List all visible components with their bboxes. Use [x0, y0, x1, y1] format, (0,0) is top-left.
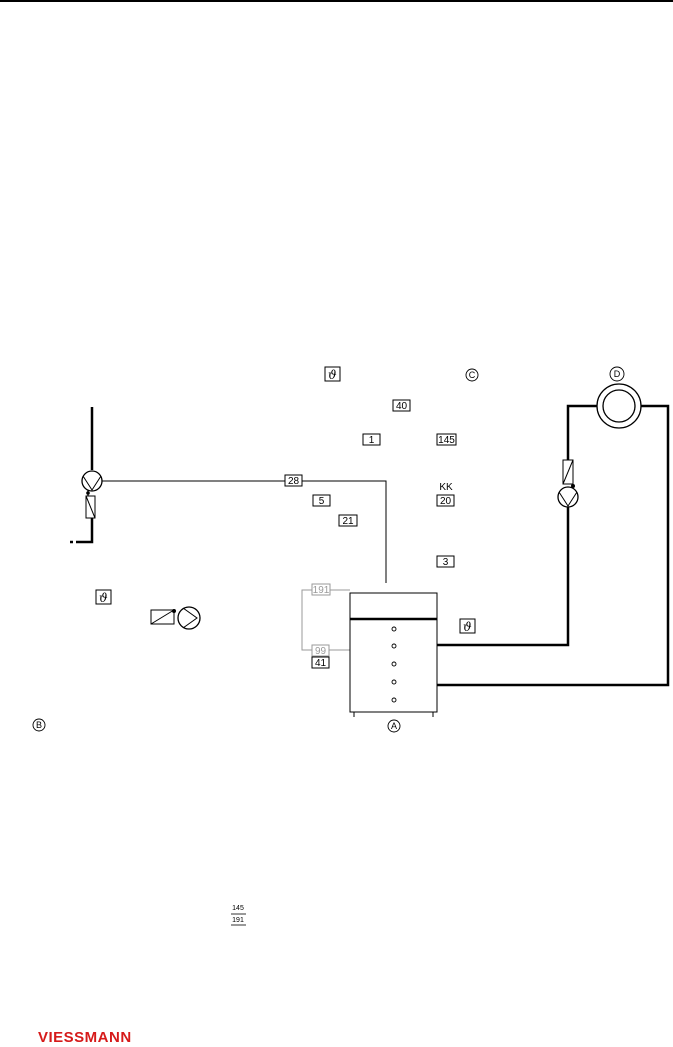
- grey-bypass-loop: [301, 589, 330, 651]
- right-valve-dot: [571, 484, 575, 488]
- circle-label-c: [465, 368, 479, 382]
- terminal-1-box: [362, 433, 381, 446]
- terminal-3-box: [436, 555, 455, 568]
- terminal-191-box: [311, 583, 331, 596]
- right-check-valve-diagonal: [562, 459, 574, 485]
- tank-temp-symbol: ϑ: [463, 620, 472, 634]
- terminal-1-label: 1: [369, 435, 375, 446]
- second-pump-triangle: [182, 607, 198, 629]
- terminal-99-box: [311, 644, 330, 657]
- second-actuator-dot: [172, 609, 176, 613]
- right-pump-triangle: [558, 491, 578, 507]
- terminal-28-box: [284, 474, 303, 487]
- second-circulation-pump: [177, 606, 201, 630]
- left-temp-symbol: ϑ: [99, 591, 108, 605]
- terminal-41-label: 41: [315, 658, 327, 669]
- circle-label-d: [609, 366, 625, 382]
- header-rule: [0, 0, 673, 2]
- left-circulation-pump: [81, 470, 103, 492]
- terminal-99-label: 99: [315, 646, 327, 657]
- terminal-40-box: [392, 399, 411, 412]
- top-temp-sensor: [324, 366, 341, 382]
- tank-port-2: [391, 643, 397, 649]
- tank-port-5: [391, 697, 397, 703]
- right-flow-pipe-bottom: [437, 507, 570, 647]
- left-valve-dot: [86, 491, 90, 495]
- terminal-191-label: 191: [313, 585, 330, 596]
- circle-a-text: A: [391, 721, 397, 731]
- terminal-21-box: [338, 514, 358, 527]
- circle-label-b: [32, 718, 46, 732]
- terminal-21-label: 21: [342, 516, 354, 527]
- top-temp-symbol: ϑ: [328, 368, 337, 382]
- terminal-20-box: [436, 494, 455, 507]
- circle-b-text: B: [36, 720, 42, 730]
- left-return-pipe: [76, 518, 94, 544]
- circle-label-a: [387, 719, 401, 733]
- terminal-20-label: 20: [440, 496, 452, 507]
- left-pump-triangle: [82, 475, 102, 491]
- left-temp-sensor: [95, 589, 112, 605]
- connection-line-to-tank: [102, 480, 387, 583]
- terminal-5-box: [312, 494, 331, 507]
- terminal-kk-label: KK: [439, 482, 453, 493]
- terminal-28-label: 28: [288, 476, 300, 487]
- terminal-145-label: 145: [438, 435, 455, 446]
- terminal-5-label: 5: [319, 496, 325, 507]
- tank-port-1: [391, 626, 397, 632]
- terminal-3-label: 3: [443, 557, 449, 568]
- tank-port-4: [391, 679, 397, 685]
- brand-logo: VIESSMANN: [38, 1029, 132, 1046]
- second-actuator-diagonal: [150, 609, 175, 625]
- right-return-pipe: [437, 404, 670, 687]
- tank-temp-sensor: [459, 618, 476, 634]
- footnote-numerator: 145: [232, 905, 244, 912]
- terminal-145-box: [436, 433, 457, 446]
- storage-tank: [349, 592, 438, 713]
- right-circulation-pump: [557, 486, 579, 508]
- left-check-valve-diagonal: [85, 495, 96, 519]
- terminal-40-label: 40: [396, 401, 408, 412]
- footnote-denominator: 191: [232, 917, 244, 924]
- tank-port-3: [391, 661, 397, 667]
- circle-d-text: D: [614, 369, 621, 379]
- circle-c-text: C: [469, 370, 476, 380]
- terminal-41-box: [311, 656, 330, 669]
- heat-source-inner: [602, 389, 636, 423]
- right-flow-pipe-top: [566, 404, 597, 460]
